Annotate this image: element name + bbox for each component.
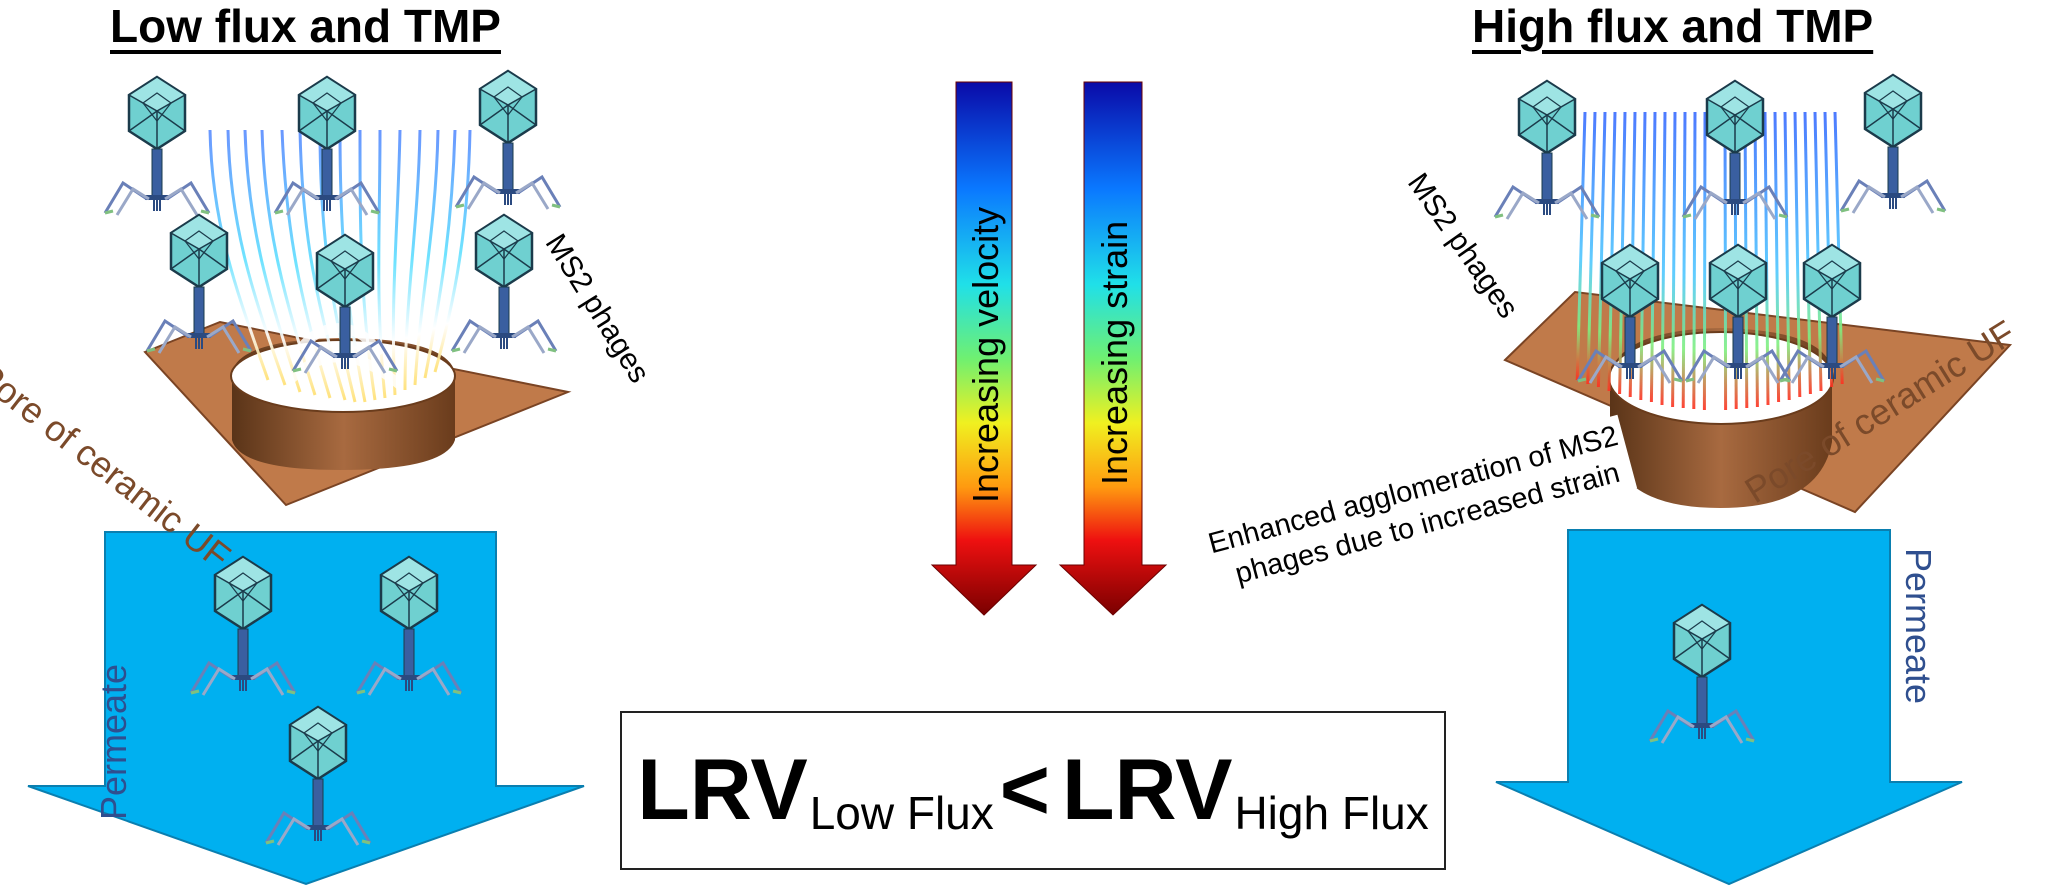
lrv-left: LRV bbox=[637, 742, 808, 838]
streamline bbox=[1575, 111, 1587, 381]
lrv-operator: < bbox=[999, 742, 1050, 838]
velocity-label: Increasing velocity bbox=[965, 206, 1006, 503]
streamline bbox=[1586, 111, 1597, 385]
phage-icon bbox=[450, 213, 558, 355]
streamline bbox=[1783, 111, 1791, 401]
lrv-right-subscript: High Flux bbox=[1234, 786, 1429, 839]
right-permeate-arrow bbox=[1495, 529, 1963, 886]
left-title: Low flux and TMP bbox=[110, 0, 501, 52]
streamline bbox=[1596, 111, 1607, 388]
streamline bbox=[1607, 111, 1617, 392]
strain-gradient-arrow bbox=[1058, 81, 1168, 616]
streamline bbox=[1773, 111, 1781, 403]
phage-icon bbox=[454, 69, 562, 211]
streamline bbox=[1649, 111, 1657, 403]
phage-icon bbox=[103, 75, 211, 217]
streamline bbox=[1813, 111, 1823, 392]
velocity-gradient-arrow bbox=[930, 81, 1038, 616]
streamline bbox=[1692, 111, 1697, 410]
streamline bbox=[1803, 111, 1812, 395]
phage-icon bbox=[273, 75, 381, 217]
right-title: High flux and TMP bbox=[1472, 0, 1874, 52]
streamline bbox=[1681, 111, 1687, 409]
phage-icon bbox=[1839, 73, 1947, 215]
lrv-equation-box: LRV Low Flux < LRV High Flux bbox=[620, 711, 1446, 870]
left-permeate-label: Permeate bbox=[93, 663, 134, 820]
lrv-right: LRV bbox=[1062, 742, 1233, 838]
lrv-left-subscript: Low Flux bbox=[809, 786, 994, 839]
streamline bbox=[1763, 111, 1770, 406]
left-permeate-arrow bbox=[27, 531, 585, 886]
streamline bbox=[1793, 111, 1802, 398]
streamline bbox=[1660, 111, 1667, 406]
right-permeate-label: Permeate bbox=[1898, 548, 1939, 705]
streamline bbox=[1671, 111, 1677, 408]
strain-label: Increasing strain bbox=[1094, 220, 1135, 485]
left-pore-group bbox=[143, 320, 572, 507]
phage-icon bbox=[1681, 79, 1789, 221]
streamline bbox=[1702, 111, 1707, 411]
